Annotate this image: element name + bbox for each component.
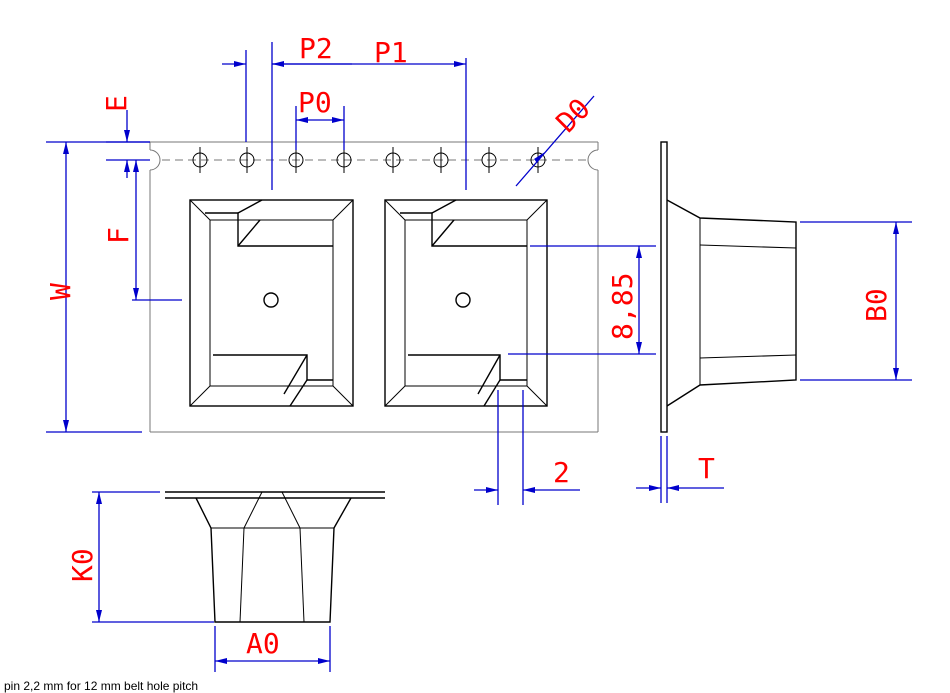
label-b0: B0 — [860, 288, 893, 322]
sprocket-hole — [433, 147, 449, 173]
e-dimension — [106, 110, 150, 178]
cross-section — [165, 491, 385, 623]
t-dimension — [636, 436, 724, 503]
label-p0: P0 — [298, 86, 332, 119]
label-a0: A0 — [246, 627, 280, 660]
f-dimension — [132, 160, 182, 301]
tape-strip — [149, 141, 599, 433]
label-e: E — [100, 95, 133, 112]
label-d0: D0 — [550, 92, 597, 139]
pitch-dimensions — [222, 42, 467, 190]
side-profile — [660, 141, 797, 433]
label-t: T — [698, 452, 715, 485]
a0-dimension — [214, 626, 331, 672]
label-p2: P2 — [299, 32, 333, 65]
dim-885 — [508, 245, 656, 355]
sprocket-hole — [481, 147, 497, 173]
label-w: W — [44, 283, 77, 300]
pocket-right — [384, 199, 548, 407]
label-2: 2 — [553, 456, 570, 489]
label-p1: P1 — [374, 36, 408, 69]
k0-dimension — [92, 491, 214, 623]
label-f: F — [102, 227, 135, 244]
w-dimension — [46, 141, 150, 433]
sprocket-holes — [192, 147, 546, 173]
sprocket-hole — [385, 147, 401, 173]
d0-leader — [515, 95, 595, 187]
sprocket-hole — [239, 147, 255, 173]
label-k0: K0 — [66, 548, 99, 582]
footer-note: pin 2,2 mm for 12 mm belt hole pitch — [4, 679, 199, 693]
pocket-left — [189, 199, 354, 407]
b0-dimension — [800, 221, 912, 381]
label-885: 8,85 — [606, 273, 639, 340]
dim-2 — [474, 390, 580, 505]
sprocket-hole — [288, 147, 304, 173]
sprocket-hole — [336, 147, 352, 173]
sprocket-hole — [192, 147, 208, 173]
